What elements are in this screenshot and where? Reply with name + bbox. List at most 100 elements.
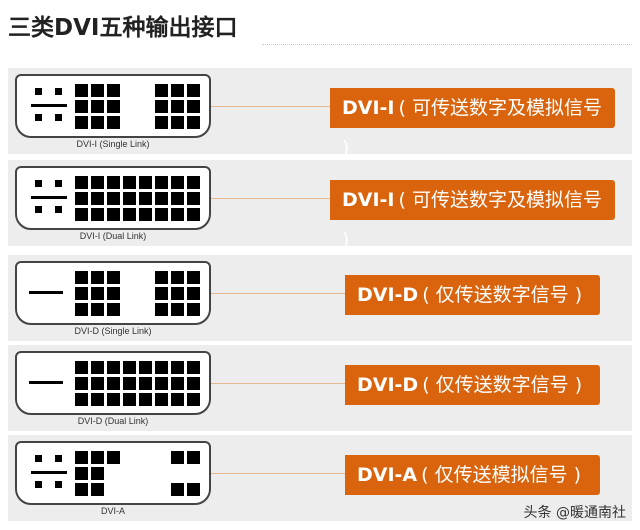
pin	[75, 208, 88, 221]
pin	[107, 208, 120, 221]
pin	[35, 88, 42, 95]
pin	[139, 361, 152, 374]
pin	[139, 176, 152, 189]
connector-caption: DVI-I (Dual Link)	[79, 231, 147, 241]
pin	[55, 455, 62, 462]
pin	[171, 287, 184, 300]
pin	[107, 271, 120, 284]
pin	[187, 303, 200, 316]
pin	[171, 393, 184, 406]
pin	[123, 192, 136, 205]
ground-blade	[29, 381, 63, 384]
pin	[55, 180, 62, 187]
pin	[171, 271, 184, 284]
dvi-connector-diagram	[15, 351, 211, 415]
pin	[107, 192, 120, 205]
pin	[123, 361, 136, 374]
ground-blade	[29, 291, 63, 294]
pin	[155, 208, 168, 221]
pin	[55, 88, 62, 95]
pin	[155, 84, 168, 97]
pin	[187, 377, 200, 390]
pin	[187, 208, 200, 221]
pin	[155, 377, 168, 390]
pin	[171, 361, 184, 374]
pin	[75, 467, 88, 480]
pin	[187, 116, 200, 129]
divider	[262, 44, 632, 45]
dvi-connector-diagram	[15, 441, 211, 505]
pin	[155, 393, 168, 406]
pin	[155, 271, 168, 284]
pin	[75, 451, 88, 464]
pin	[171, 208, 184, 221]
pin	[75, 287, 88, 300]
pin	[107, 287, 120, 300]
connector-name: DVI-I	[342, 189, 395, 211]
pin	[107, 100, 120, 113]
pin	[187, 393, 200, 406]
pin	[187, 271, 200, 284]
connector-caption: DVI-D (Dual Link)	[77, 416, 149, 426]
pin	[91, 393, 104, 406]
connector-type-label: DVI-I( 可传送数字及模拟信号 )	[330, 180, 615, 251]
connector-type-label: DVI-D( 仅传送数字信号 )	[345, 365, 600, 405]
connector-panel: DVI-D (Single Link)DVI-D( 仅传送数字信号 )	[8, 255, 632, 341]
dvi-connector-diagram	[15, 74, 211, 138]
pin	[171, 451, 184, 464]
pin	[171, 84, 184, 97]
connector-caption: DVI-A	[100, 506, 125, 516]
pin	[155, 116, 168, 129]
pin	[107, 176, 120, 189]
pin	[139, 208, 152, 221]
pin	[75, 176, 88, 189]
connector-line	[211, 383, 345, 384]
connector-description: ( 仅传送数字信号 )	[422, 374, 583, 396]
connector-description: ( 可传送数字及模拟信号 )	[342, 189, 602, 251]
dvi-connector-diagram	[15, 166, 211, 230]
pin	[91, 192, 104, 205]
pin	[91, 100, 104, 113]
pin	[75, 377, 88, 390]
pin	[123, 393, 136, 406]
pin	[91, 176, 104, 189]
connector-description: ( 可传送数字及模拟信号 )	[342, 97, 602, 159]
pin	[139, 377, 152, 390]
pin	[155, 192, 168, 205]
pin	[75, 483, 88, 496]
pin	[55, 481, 62, 488]
pin	[171, 100, 184, 113]
connector-panel: DVI-I (Dual Link) DVI-I( 可传送数字及模拟信号 )	[8, 160, 632, 251]
pin	[55, 114, 62, 121]
pin	[187, 451, 200, 464]
connector-panel: DVI-I (Single Link)DVI-I( 可传送数字及模拟信号 )	[8, 68, 632, 159]
ground-blade	[31, 104, 67, 107]
pin	[107, 116, 120, 129]
pin	[91, 116, 104, 129]
pin	[107, 377, 120, 390]
pin	[107, 393, 120, 406]
pin	[187, 84, 200, 97]
connector-panel: DVI-D (Dual Link) DVI-D( 仅传送数字信号 )	[8, 345, 632, 431]
pin	[187, 192, 200, 205]
pin	[75, 271, 88, 284]
pin	[171, 176, 184, 189]
ground-blade	[31, 471, 67, 474]
pin	[155, 100, 168, 113]
pin	[139, 192, 152, 205]
pin	[91, 451, 104, 464]
pin	[155, 176, 168, 189]
pin	[187, 361, 200, 374]
pin	[75, 116, 88, 129]
pin	[187, 483, 200, 496]
pin	[171, 377, 184, 390]
pin	[155, 303, 168, 316]
pin	[155, 287, 168, 300]
pin	[35, 206, 42, 213]
pin	[35, 481, 42, 488]
connector-panel: DVI-A DVI-A( 仅传送模拟信号 )	[8, 435, 632, 521]
pin	[91, 483, 104, 496]
pin	[75, 303, 88, 316]
connector-type-label: DVI-A( 仅传送模拟信号 )	[345, 455, 600, 495]
connector-name: DVI-I	[342, 97, 395, 119]
